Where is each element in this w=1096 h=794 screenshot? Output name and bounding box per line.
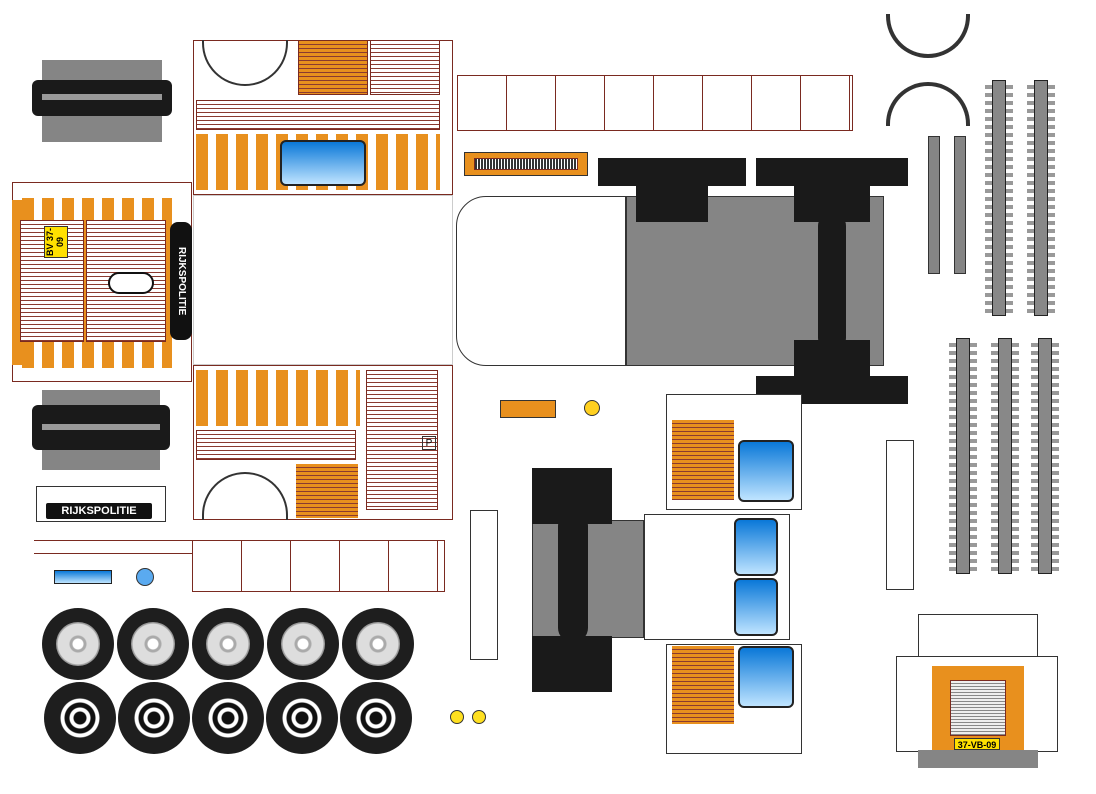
bumper-stripe	[42, 94, 162, 100]
fender-arch-1	[886, 14, 970, 58]
wheel-hub	[356, 698, 396, 738]
frame-strip-2	[1027, 80, 1055, 316]
step-bar-2	[954, 136, 966, 274]
wheel-row-tires	[44, 682, 412, 754]
chassis-rail-bottom	[192, 540, 445, 592]
wheel-hub	[208, 698, 248, 738]
mirror-right	[886, 440, 914, 590]
floor-block-bottom	[532, 636, 612, 692]
police-label-front: RIJKSPOLITIE	[170, 222, 192, 340]
blue-light-strip	[54, 570, 112, 584]
cab-body-plan	[456, 196, 626, 366]
headlight-2	[472, 710, 486, 724]
mirror-left	[470, 510, 498, 660]
wheel-rim	[342, 608, 414, 680]
floor-beam	[558, 512, 588, 642]
frame-strip-1	[985, 80, 1013, 316]
chassis-block-2	[636, 186, 708, 222]
frame-strip-3	[949, 338, 977, 574]
parking-sign: P	[422, 436, 436, 450]
wheel-tire	[118, 682, 190, 754]
side-window-top	[280, 140, 366, 186]
chassis-block-5	[794, 340, 870, 376]
blue-light	[136, 568, 154, 586]
side-louver-top	[196, 100, 440, 130]
front-license-plate: BV 37-09	[44, 226, 68, 258]
rear-roof	[918, 614, 1038, 662]
chassis-block-3	[756, 158, 908, 186]
wheel-tire	[340, 682, 412, 754]
chassis-block-1	[598, 158, 746, 186]
step-bar-1	[928, 136, 940, 274]
rear-license-plate: 37-VB-09	[954, 738, 1000, 750]
axle-beam	[818, 212, 846, 352]
side-louver-bottom	[196, 430, 356, 460]
fender-arch-2	[886, 82, 970, 126]
wheel-tire	[44, 682, 116, 754]
beacon-strip	[500, 400, 556, 418]
headlight-1	[450, 710, 464, 724]
light-bar-grill	[474, 158, 578, 170]
wheel-hub	[281, 622, 325, 666]
side-grill-bottom	[296, 464, 358, 518]
rail-tab-bottom	[34, 540, 192, 554]
wheel-hub	[131, 622, 175, 666]
frame-strip-4	[991, 338, 1019, 574]
windshield-top	[734, 518, 778, 576]
side-vent-top	[370, 40, 440, 95]
chevron-strip-bottom	[196, 370, 360, 426]
wheel-rim	[267, 608, 339, 680]
wheel-hub	[206, 622, 250, 666]
wheel-tire	[266, 682, 338, 754]
door-top-grill	[672, 420, 734, 500]
wheel-rim	[117, 608, 189, 680]
front-window-slot	[108, 272, 154, 294]
windshield-bottom	[734, 578, 778, 636]
rear-floor	[918, 750, 1038, 768]
door-bottom-grill	[672, 646, 734, 724]
wheel-hub	[282, 698, 322, 738]
cab-floor	[532, 520, 644, 638]
wheel-hub	[356, 622, 400, 666]
wheel-row-rims	[42, 608, 414, 680]
beacon-light	[584, 400, 600, 416]
wheel-rim	[42, 608, 114, 680]
door-bottom-window	[738, 646, 794, 708]
bumper-stripe-bottom	[42, 424, 160, 430]
police-sign: RIJKSPOLITIE	[46, 503, 152, 519]
wheel-tire	[192, 682, 264, 754]
side-grill-top	[298, 40, 368, 95]
rear-grill	[950, 680, 1006, 736]
side-vent-bottom	[366, 370, 438, 510]
chassis-rail-top	[457, 75, 853, 131]
frame-strip-5	[1031, 338, 1059, 574]
wheel-rim	[192, 608, 264, 680]
wheel-hub	[56, 622, 100, 666]
cab-roof	[193, 195, 453, 365]
wheel-hub	[60, 698, 100, 738]
wheel-hub	[134, 698, 174, 738]
door-top-window	[738, 440, 794, 502]
